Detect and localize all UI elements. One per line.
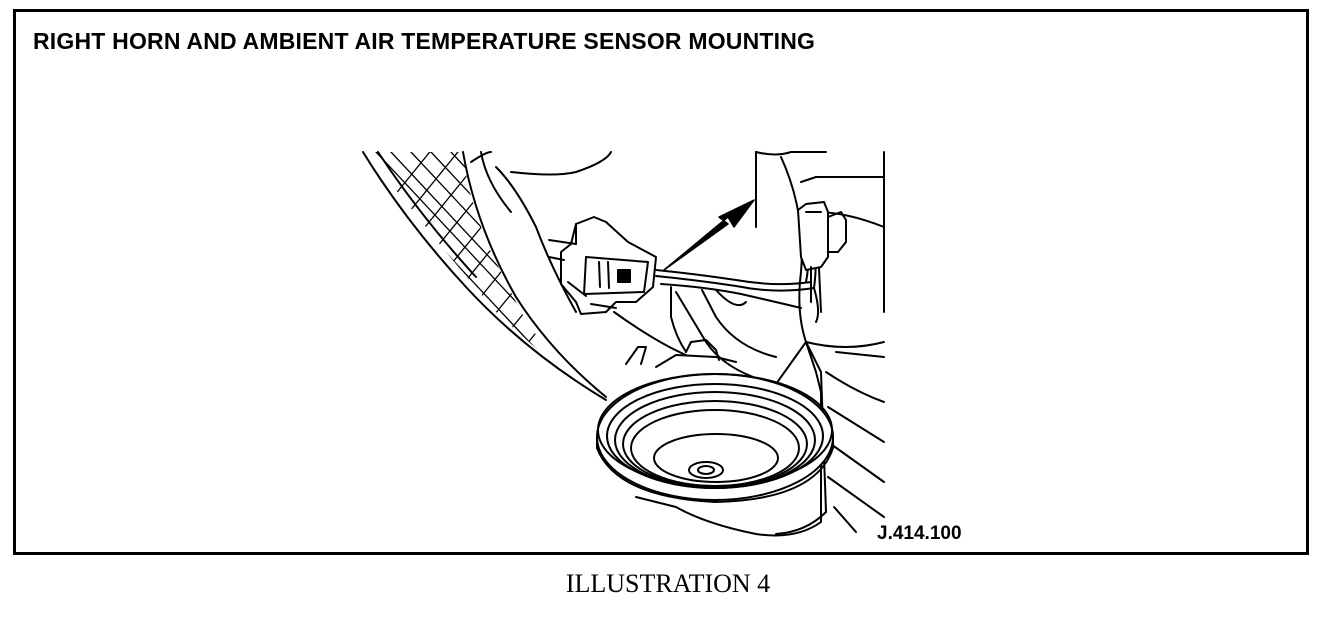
illustration-caption: ILLUSTRATION 4: [565, 569, 771, 598]
figure-reference-code: J.414.100: [877, 523, 962, 544]
horn-sensor-line-drawing: [362, 151, 885, 537]
illustration-title: RIGHT HORN AND AMBIENT AIR TEMPERATURE S…: [33, 28, 816, 54]
pointer-arrow: [663, 199, 755, 271]
illustration-frame: RIGHT HORN AND AMBIENT AIR TEMPERATURE S…: [13, 9, 1309, 555]
